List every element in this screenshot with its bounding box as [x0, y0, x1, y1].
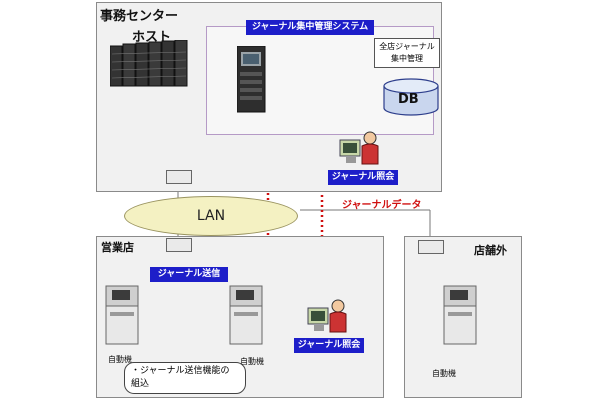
- center-inquiry-label: ジャーナル照会: [328, 170, 398, 185]
- lan-cloud: LAN: [124, 196, 298, 236]
- branch-inquiry-label: ジャーナル照会: [294, 338, 364, 353]
- offsite-atm-label: 自動機: [432, 369, 456, 378]
- callout-line1: ・ジャーナル送信機能の: [131, 366, 230, 376]
- db-note-line1: 全店ジャーナル: [379, 42, 435, 51]
- journal-data-label: ジャーナルデータ: [342, 200, 422, 211]
- center-hub: [166, 170, 192, 184]
- lan-label: LAN: [196, 208, 226, 224]
- branch-title: 営業店: [101, 241, 134, 254]
- journal-send-label: ジャーナル送信: [150, 267, 228, 282]
- journal-system-label: ジャーナル集中管理システム: [246, 20, 374, 35]
- db-label: DB: [398, 92, 419, 107]
- atm-icon: [229, 285, 263, 345]
- mainframe-host-icon: [110, 40, 188, 87]
- offsite-title: 店舗外: [474, 244, 507, 257]
- callout-line2: 組込: [131, 379, 150, 389]
- server-rack-icon: [237, 46, 266, 113]
- operator-icon: [307, 299, 347, 333]
- atm1-label: 自動機: [108, 355, 132, 364]
- branch-hub: [166, 238, 192, 252]
- operator-icon: [339, 131, 379, 165]
- host-title: ホスト: [132, 30, 172, 45]
- atm2-label: 自動機: [240, 357, 264, 366]
- atm-icon: [105, 285, 139, 345]
- db-note: 全店ジャーナル 集中管理: [374, 38, 440, 68]
- atm-icon: [443, 285, 477, 345]
- data-center-title: 事務センター: [100, 9, 179, 24]
- database-icon: [383, 78, 439, 116]
- journal-send-callout: ・ジャーナル送信機能の 組込: [124, 362, 246, 394]
- offsite-hub: [418, 240, 444, 254]
- db-note-line2: 集中管理: [391, 54, 423, 63]
